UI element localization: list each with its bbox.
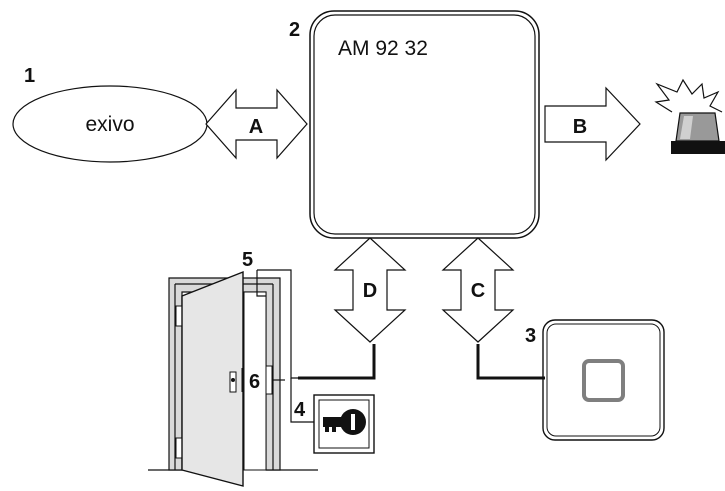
wire-c-reader [478,344,545,378]
key-icon [314,395,374,453]
number-1: 1 [24,65,35,87]
number-2: 2 [289,19,300,41]
arrow-d-label: D [363,280,377,302]
arrow-a-label: A [249,116,263,138]
number-6: 6 [249,371,260,393]
module-title: AM 92 32 [338,37,428,60]
am-module: AM 92 32 [310,11,539,238]
arrow-b: B [545,88,640,160]
number-5: 5 [242,249,253,271]
number-3: 3 [525,325,536,347]
arrow-b-label: B [573,116,587,138]
door-icon [148,272,318,486]
arrow-a: A [206,90,307,158]
exivo-label: exivo [85,113,134,136]
reader-icon [543,320,664,440]
arrow-c: C [443,238,513,342]
wire-d-door [298,344,374,378]
exivo-node: exivo [13,86,207,162]
arrow-d: D [335,238,405,342]
number-4: 4 [294,399,306,421]
arrow-c-label: C [471,280,485,302]
alarm-beacon-icon [656,80,725,154]
